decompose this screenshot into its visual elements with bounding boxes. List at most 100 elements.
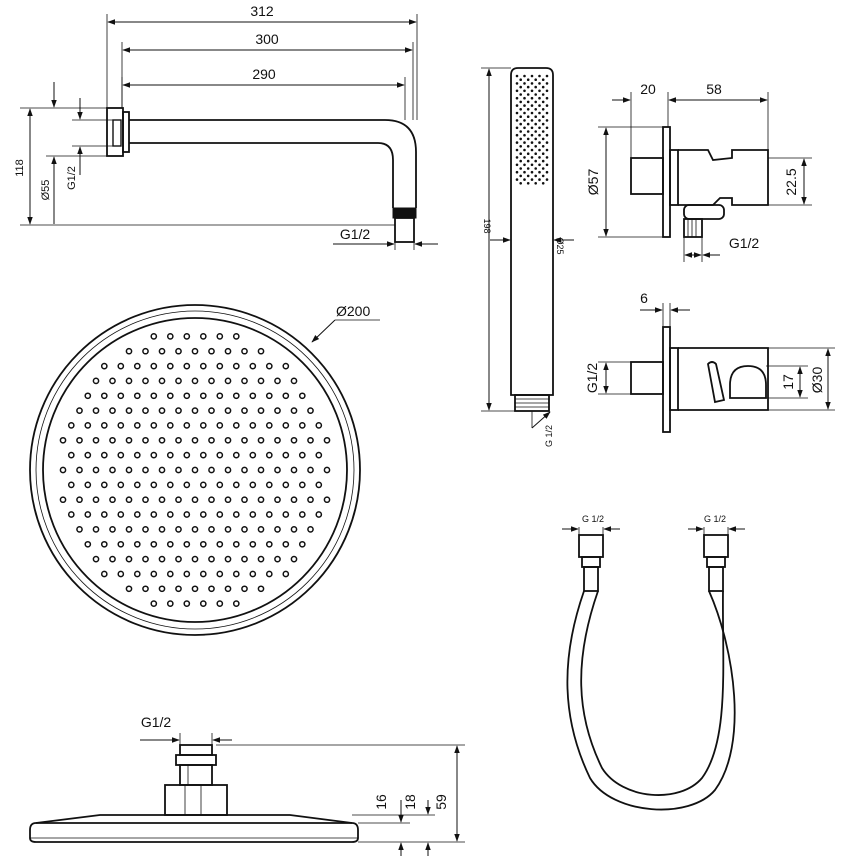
hand-nozzle-dot <box>519 100 522 104</box>
hand-nozzle-dot <box>545 170 549 174</box>
nozzle-dot <box>142 555 149 563</box>
hand-nozzle-dot <box>519 78 522 81</box>
nozzle-dot <box>59 466 67 474</box>
nozzle-dot <box>175 585 182 593</box>
hand-nozzle-dot <box>538 111 541 115</box>
hand-dimension-lines <box>481 67 574 429</box>
hand-nozzle-dot <box>530 104 534 107</box>
nozzle-dot <box>125 496 133 504</box>
nozzle-dot <box>232 333 240 340</box>
nozzle-dot <box>290 466 298 474</box>
nozzle-dot <box>199 451 207 459</box>
hand-nozzle-dot <box>534 145 537 148</box>
nozzle-dot <box>274 436 281 444</box>
hand-nozzle-dot <box>519 108 522 111</box>
nozzle-dot <box>265 422 273 429</box>
nozzle-dot <box>208 555 215 563</box>
nozzle-dot <box>290 555 298 563</box>
nozzle-dot <box>100 451 108 459</box>
hand-nozzle-dot <box>519 152 522 155</box>
hand-nozzle-dot <box>534 93 537 96</box>
nozzle-dot <box>323 496 331 504</box>
nozzle-dot <box>150 362 158 370</box>
nozzle-dot <box>216 392 224 400</box>
hand-nozzle-dot <box>530 163 534 167</box>
nozzle-dot <box>92 526 100 533</box>
nozzle-dot <box>224 585 232 593</box>
nozzle-dot <box>191 407 199 414</box>
nozzle-dot <box>216 422 224 429</box>
holder-thread: G1/2 <box>584 363 600 394</box>
nozzle-dot <box>76 407 83 414</box>
hand-nozzle-dot <box>519 182 522 185</box>
nozzle-dot <box>133 451 141 459</box>
holder-dimension-lines <box>598 303 835 411</box>
nozzle-dot <box>249 570 257 578</box>
side-height-16: 16 <box>373 794 389 810</box>
nozzle-dot <box>241 466 248 474</box>
hand-nozzle-dot <box>545 141 549 144</box>
head-diameter-200: Ø200 <box>336 303 370 319</box>
outlet-height-22-5: 22.5 <box>783 168 799 195</box>
nozzle-dot <box>249 481 257 489</box>
shower-arm-body <box>106 107 417 243</box>
nozzle-dot <box>216 362 224 370</box>
hand-nozzle-dot <box>526 174 530 178</box>
nozzle-dot <box>100 481 108 489</box>
nozzle-dot <box>257 347 265 355</box>
nozzle-dot <box>142 347 149 355</box>
nozzle-dot <box>150 392 158 400</box>
nozzle-dot <box>92 496 100 504</box>
nozzle-dot <box>199 333 207 340</box>
nozzle-dot <box>216 451 224 459</box>
nozzle-dot <box>274 496 281 504</box>
hand-nozzle-dot <box>541 108 545 111</box>
nozzle-dot <box>307 436 314 444</box>
nozzle-dot <box>59 436 67 444</box>
hand-nozzle-dot <box>541 137 545 141</box>
hose-view: G 1/2 G 1/2 <box>562 514 745 811</box>
hand-nozzle-dot <box>523 178 526 181</box>
nozzle-dot <box>216 511 224 518</box>
nozzle-dot <box>67 422 75 429</box>
shower-head-side-body <box>29 744 359 843</box>
nozzle-dot <box>117 451 125 459</box>
hose-body <box>566 534 736 811</box>
nozzle-dot <box>191 347 199 355</box>
nozzle-dot <box>92 407 100 414</box>
hand-nozzle-dot <box>538 104 541 107</box>
nozzle-dot <box>150 333 158 340</box>
hand-nozzle-dot <box>526 108 530 111</box>
nozzle-dot <box>191 555 199 563</box>
nozzle-dot <box>282 362 290 370</box>
nozzle-dot <box>257 555 265 563</box>
nozzle-dot <box>257 466 265 474</box>
outlet-thread: G1/2 <box>729 235 760 251</box>
nozzle-dot <box>166 422 174 429</box>
hand-nozzle-dot <box>526 167 530 170</box>
hand-nozzle-dot <box>538 96 541 100</box>
hand-nozzle-dot <box>534 78 537 81</box>
hand-nozzle-dot <box>519 130 522 133</box>
nozzle-dot <box>183 451 191 459</box>
nozzle-dot <box>249 540 257 548</box>
nozzle-dot <box>274 466 281 474</box>
hand-nozzle-dot <box>541 130 545 133</box>
hand-nozzle-dot <box>534 115 537 118</box>
nozzle-dot <box>166 392 174 400</box>
hand-nozzle-dot <box>519 145 522 148</box>
nozzle-dot <box>150 422 158 429</box>
hand-nozzle-dot <box>515 126 519 130</box>
nozzle-dot <box>282 570 290 578</box>
nozzle-dot <box>76 496 83 504</box>
hand-nozzle-dot <box>530 111 534 115</box>
hand-nozzle-dot <box>523 141 526 144</box>
wall-outlet-body <box>630 126 769 238</box>
nozzle-dot <box>199 511 207 518</box>
nozzle-dot <box>224 377 232 385</box>
nozzle-dot <box>249 362 257 370</box>
shower-head-nozzles <box>59 333 331 607</box>
hand-nozzle-dot <box>526 115 530 118</box>
hand-nozzle-dot <box>523 170 526 174</box>
nozzle-dot <box>142 496 149 504</box>
